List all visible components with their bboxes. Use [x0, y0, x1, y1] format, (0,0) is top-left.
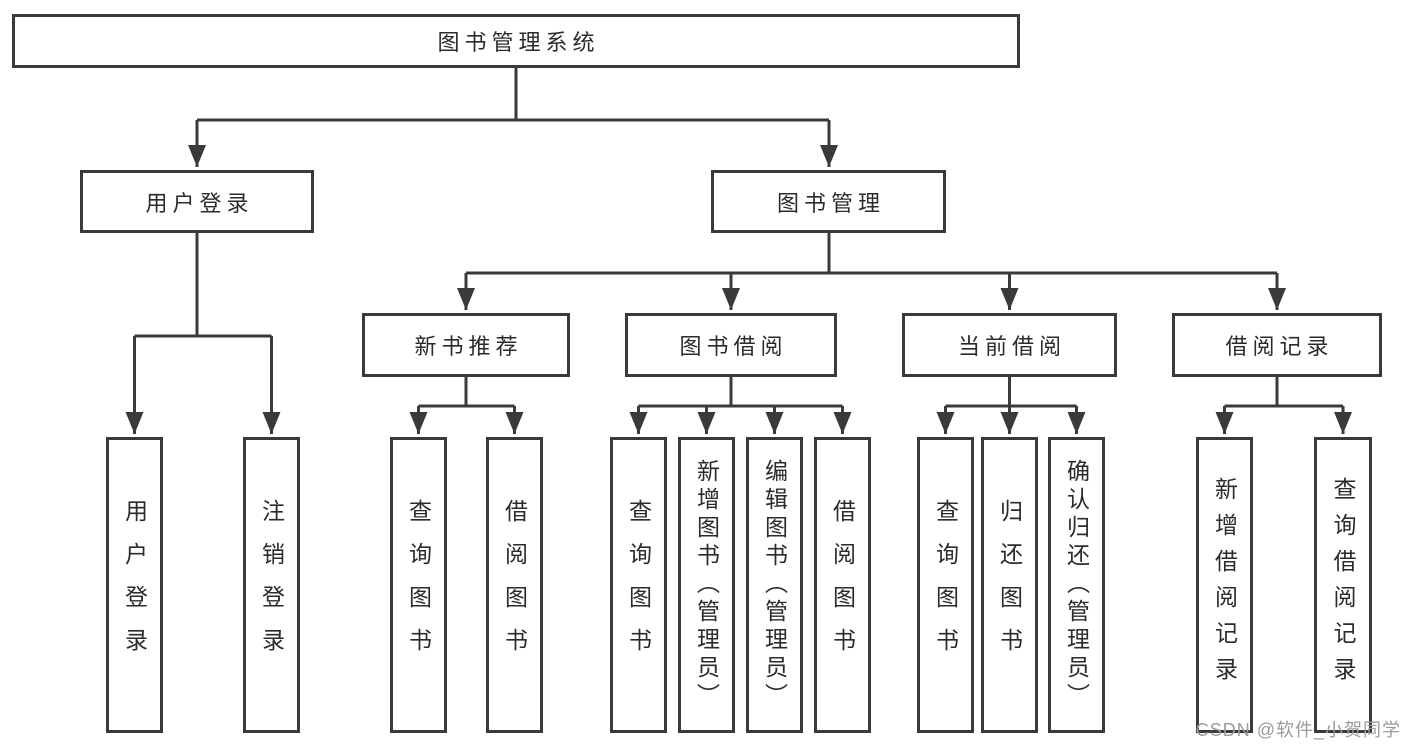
node-label: 新书推荐	[414, 334, 523, 359]
node-leaf-add-books-admin: 新增图书（管理员）	[678, 437, 735, 733]
connector-book-borrowing-branch	[629, 377, 852, 434]
connector-user-login-branch	[125, 232, 281, 434]
node-borrowing-records: 借阅记录	[1172, 313, 1382, 377]
node-label: 归还图书	[996, 499, 1023, 671]
connector-current-borrowing-branch	[936, 377, 1086, 434]
node-leaf-confirm-return-admin: 确认归还（管理员）	[1048, 437, 1105, 733]
node-label: 图书管理	[776, 190, 885, 216]
node-library-management-system: 图书管理系统	[12, 14, 1020, 68]
node-label: 注销登录	[258, 499, 285, 671]
node-label: 用户登录	[145, 190, 254, 216]
node-leaf-return-books: 归还图书	[981, 437, 1038, 733]
node-label: 图书管理系统	[437, 30, 600, 55]
node-label: 确认归还（管理员）	[1063, 459, 1090, 711]
node-label: 图书借阅	[679, 334, 788, 359]
node-leaf-logout: 注销登录	[243, 437, 300, 733]
node-leaf-borrow-books-1: 借阅图书	[486, 437, 543, 733]
node-book-borrowing: 图书借阅	[625, 313, 837, 377]
csdn-watermark: CSDN @软件_小贺同学	[1195, 720, 1401, 740]
node-label: 新增图书（管理员）	[693, 459, 720, 711]
node-label: 当前借阅	[957, 334, 1066, 359]
connector-book-management-branch	[457, 232, 1286, 310]
node-leaf-query-books-1: 查询图书	[390, 437, 447, 733]
node-leaf-borrow-books-2: 借阅图书	[814, 437, 871, 733]
connector-borrowing-records-branch	[1215, 377, 1352, 434]
node-label: 借阅记录	[1225, 334, 1334, 359]
node-label: 用户登录	[121, 499, 148, 671]
node-label: 查询图书	[625, 499, 652, 671]
node-label: 查询借阅记录	[1330, 477, 1356, 693]
node-label: 新增借阅记录	[1211, 477, 1238, 693]
node-label: 查询图书	[405, 499, 432, 671]
node-leaf-add-borrow-record: 新增借阅记录	[1196, 437, 1253, 733]
node-leaf-query-books-2: 查询图书	[610, 437, 667, 733]
node-leaf-query-books-3: 查询图书	[917, 437, 974, 733]
node-label: 借阅图书	[829, 499, 856, 671]
node-leaf-edit-books-admin: 编辑图书（管理员）	[746, 437, 803, 733]
node-label: 查询图书	[932, 499, 959, 671]
node-book-management: 图书管理	[711, 170, 946, 233]
node-leaf-query-borrow-record: 查询借阅记录	[1314, 437, 1372, 733]
node-user-login: 用户登录	[80, 170, 314, 233]
connector-root-branch	[188, 67, 838, 167]
node-label: 编辑图书（管理员）	[761, 459, 788, 711]
node-new-book-recommend: 新书推荐	[362, 313, 570, 377]
node-label: 借阅图书	[501, 499, 528, 671]
node-leaf-user-login: 用户登录	[106, 437, 163, 733]
node-current-borrowing: 当前借阅	[902, 313, 1117, 377]
connector-new-book-branch	[409, 377, 524, 434]
